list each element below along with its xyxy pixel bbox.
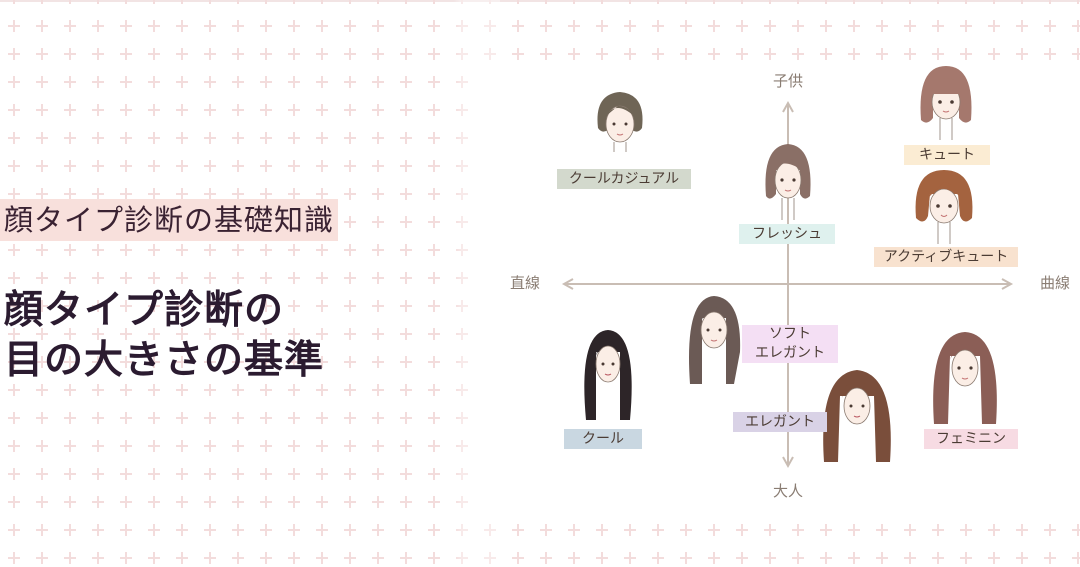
- face-illustration-active-cute: [915, 170, 973, 244]
- type-label-feminine: フェミニン: [924, 429, 1018, 449]
- face-type-diagram: 子供 大人 直線 曲線 クールカジュアル フレッシュ キュート アクテ: [480, 0, 1080, 567]
- face-illustration-feminine: [933, 332, 997, 424]
- type-label-active-cute: アクティブキュート: [874, 247, 1018, 267]
- face-illustration-cool-casual: [597, 92, 643, 152]
- title-line-1: 顔タイプ診断の: [4, 288, 285, 333]
- type-label-fresh: フレッシュ: [739, 224, 835, 244]
- axis-label-top: 子供: [772, 72, 803, 90]
- title-line-2: 目の大きさの基準: [4, 338, 325, 383]
- face-illustration-soft-elegant: [689, 296, 741, 384]
- type-label-elegant: エレガント: [733, 412, 827, 432]
- subtitle-tag: 顔タイプ診断の基礎知識: [0, 199, 339, 241]
- type-label-soft-elegant: ソフト エレガント: [742, 325, 838, 363]
- type-label-cute: キュート: [904, 145, 990, 165]
- face-illustration-elegant: [823, 370, 891, 462]
- axis-label-right: 曲線: [1039, 274, 1070, 292]
- page-title: 顔タイプ診断の 目の大きさの基準: [4, 286, 324, 386]
- type-label-cool-casual: クールカジュアル: [557, 169, 691, 189]
- face-illustration-cool: [584, 330, 632, 420]
- face-illustration-fresh: [765, 144, 811, 220]
- face-illustration-cute: [920, 66, 972, 140]
- axis-label-left: 直線: [509, 274, 540, 292]
- axis-label-bottom: 大人: [772, 482, 803, 500]
- type-label-cool: クール: [564, 429, 642, 449]
